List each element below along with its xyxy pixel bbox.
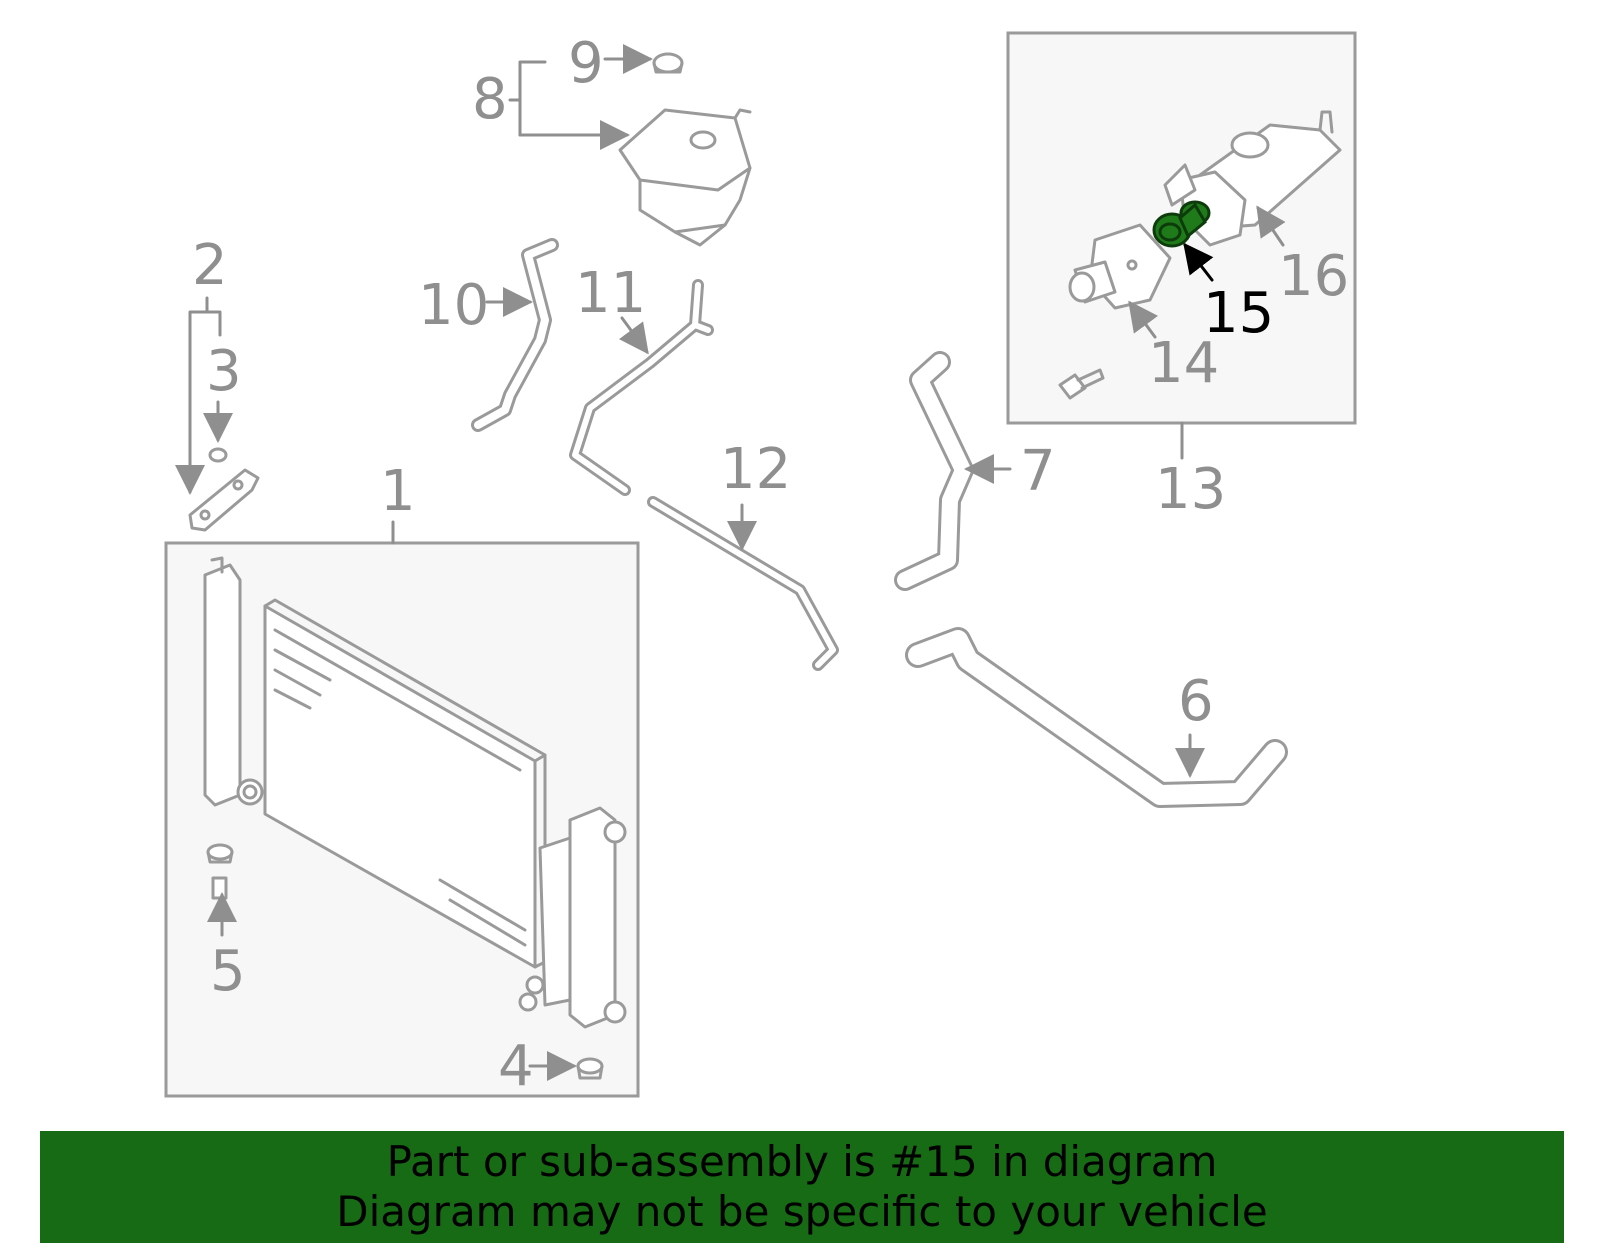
callout-8: 8: [472, 67, 508, 132]
callout-14: 14: [1148, 331, 1219, 396]
coolant-reservoir: [618, 52, 752, 247]
callout-4: 4: [498, 1034, 534, 1099]
callout-6: 6: [1178, 669, 1214, 734]
bolt: [1058, 368, 1105, 400]
callout-5: 5: [210, 939, 246, 1004]
callout-10: 10: [418, 273, 489, 338]
callout-15: 15: [1203, 281, 1274, 346]
banner-line-1: Part or sub-assembly is #15 in diagram: [386, 1137, 1218, 1186]
part-info-banner: Part or sub-assembly is #15 in diagram D…: [40, 1131, 1564, 1243]
leader-14: [1128, 300, 1159, 339]
banner-line-2: Diagram may not be specific to your vehi…: [336, 1187, 1268, 1236]
callout-1: 1: [380, 459, 416, 524]
callout-13: 13: [1155, 457, 1226, 522]
callout-12: 12: [720, 437, 791, 502]
leader-11: [618, 316, 649, 355]
callout-7: 7: [1020, 439, 1056, 504]
leader-2: [188, 296, 222, 492]
leader-8: [508, 60, 547, 137]
leader-15: [1183, 242, 1214, 282]
callout-3: 3: [206, 339, 242, 404]
callout-9: 9: [568, 31, 604, 96]
callout-11: 11: [575, 261, 646, 326]
highlighted-part-15: [1152, 200, 1211, 248]
radiator: [203, 556, 627, 1080]
callout-16: 16: [1278, 244, 1349, 309]
water-inlet: [1068, 223, 1172, 310]
leader-16: [1256, 205, 1286, 247]
callout-2: 2: [192, 233, 228, 298]
radiator-bracket: [188, 447, 260, 532]
